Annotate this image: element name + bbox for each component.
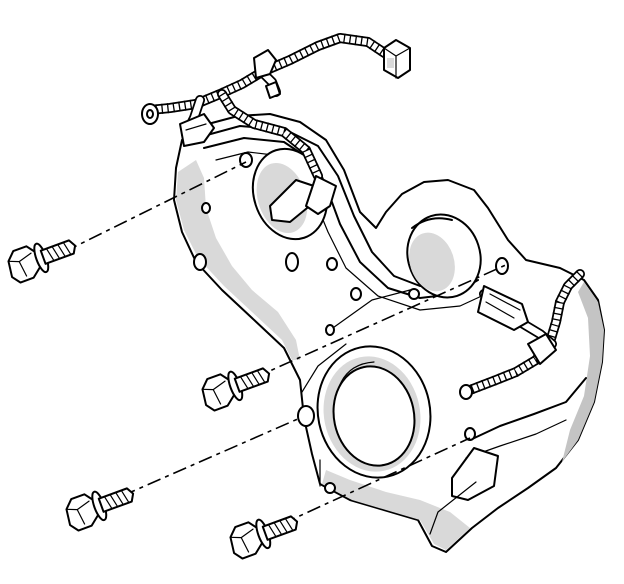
cover-bolt-1	[2, 229, 82, 286]
align-line-4	[281, 437, 471, 525]
cover-bolt-3	[60, 477, 140, 534]
cover-lower-channel	[469, 377, 587, 441]
cover-inner-lines	[301, 289, 477, 535]
pulley-opening-right-rim	[411, 217, 453, 229]
bolt-boss-mid	[297, 405, 315, 427]
cover-bolt-4	[224, 505, 304, 562]
harness-clip-top	[253, 49, 281, 99]
crank-seal-inner	[332, 365, 416, 467]
cover-right-rim-shade	[562, 282, 604, 462]
cover-left-shade	[176, 160, 300, 360]
cover-rib-inner	[203, 137, 479, 299]
harness-clip-left	[179, 113, 215, 147]
bolt-boss-right	[464, 427, 476, 441]
bolt-boss-left	[193, 253, 207, 271]
hole-d	[326, 257, 338, 271]
align-line-1	[63, 161, 247, 253]
align-line-3	[121, 417, 301, 497]
align-line-2	[253, 263, 509, 379]
harness-end-cap	[141, 103, 159, 125]
cover-bottom-tab	[451, 447, 499, 501]
harness-connector	[383, 39, 411, 79]
pulley-opening-right-shade	[409, 232, 455, 292]
harness-clip-mid	[305, 175, 337, 215]
hole-h	[408, 288, 420, 300]
alignment-lines	[63, 161, 509, 525]
hole-c	[285, 252, 299, 272]
hole-b	[201, 202, 211, 214]
harness-clip-right	[477, 285, 529, 331]
engine-front-cover	[173, 113, 605, 553]
hole-f	[350, 287, 362, 301]
harness-clip-lower	[527, 333, 557, 365]
cover-bolt-2	[196, 357, 276, 414]
hole-g	[325, 324, 335, 336]
crank-seal-lip	[337, 361, 375, 391]
harness-end-lower	[459, 384, 473, 400]
bolt-boss-bottom	[324, 482, 336, 494]
cover-lower-shade	[322, 470, 470, 550]
